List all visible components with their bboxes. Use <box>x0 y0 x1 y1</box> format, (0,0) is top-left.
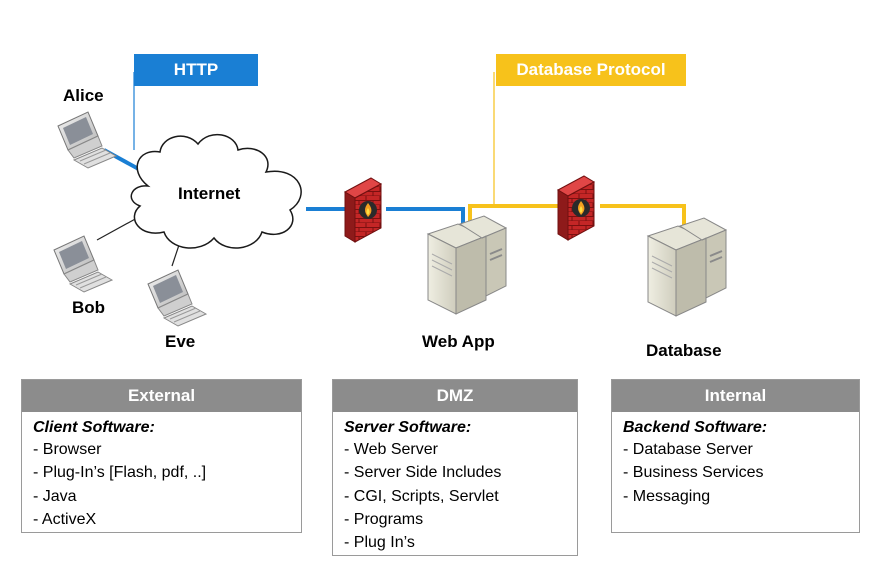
panel-list: - Database Server - Business Services - … <box>612 438 859 508</box>
list-item: - CGI, Scripts, Servlet <box>344 487 499 505</box>
list-item: - Programs <box>344 510 424 528</box>
panel-list: - Browser - Plug-In’s [Flash, pdf, ..] -… <box>22 438 301 531</box>
bob-label: Bob <box>72 298 106 317</box>
list-item: - Database Server <box>623 441 753 458</box>
list-item: - Plug-In’s [Flash, pdf, ..] <box>33 464 207 482</box>
panel-external: External Client Software: - Browser - Pl… <box>21 379 302 533</box>
list-item: - Java <box>33 487 77 505</box>
http-link-internet-webapp <box>306 207 465 232</box>
panel-internal: Internal Backend Software: - Database Se… <box>611 379 860 533</box>
list-item: - Web Server <box>344 441 438 458</box>
panel-title: DMZ <box>333 380 577 412</box>
computer-icon-bob <box>53 235 113 293</box>
panel-subtitle: Server Software: <box>344 419 472 436</box>
panel-title: Internal <box>612 380 859 412</box>
panel-subtitle: Backend Software: <box>623 419 768 436</box>
internet-cloud <box>130 133 302 249</box>
http-protocol-label: HTTP <box>134 54 258 86</box>
database-label: Database <box>646 341 722 360</box>
list-item: - Browser <box>33 441 102 458</box>
firewall-icon-dmz-outer <box>344 177 382 243</box>
list-item: - Server Side Includes <box>344 464 502 482</box>
computer-icon-alice <box>57 111 117 169</box>
panel-subtitle: Client Software: <box>33 419 155 436</box>
web-app-label: Web App <box>422 332 495 351</box>
server-icon-database <box>647 217 727 317</box>
alice-label: Alice <box>63 86 104 105</box>
computer-icon-eve <box>147 269 207 327</box>
eve-label: Eve <box>165 332 196 351</box>
list-item: - Messaging <box>623 487 711 505</box>
panel-list: - Web Server - Server Side Includes - CG… <box>333 438 577 554</box>
list-item: - Plug In’s <box>344 534 415 552</box>
firewall-icon-dmz-inner <box>557 175 595 241</box>
server-icon-web-app <box>427 215 507 315</box>
internet-label: Internet <box>178 184 241 203</box>
panel-dmz: DMZ Server Software: - Web Server - Serv… <box>332 379 578 556</box>
list-item: - Business Services <box>623 464 764 482</box>
panel-title: External <box>22 380 301 412</box>
list-item: - ActiveX <box>33 510 97 528</box>
database-protocol-label: Database Protocol <box>496 54 686 86</box>
